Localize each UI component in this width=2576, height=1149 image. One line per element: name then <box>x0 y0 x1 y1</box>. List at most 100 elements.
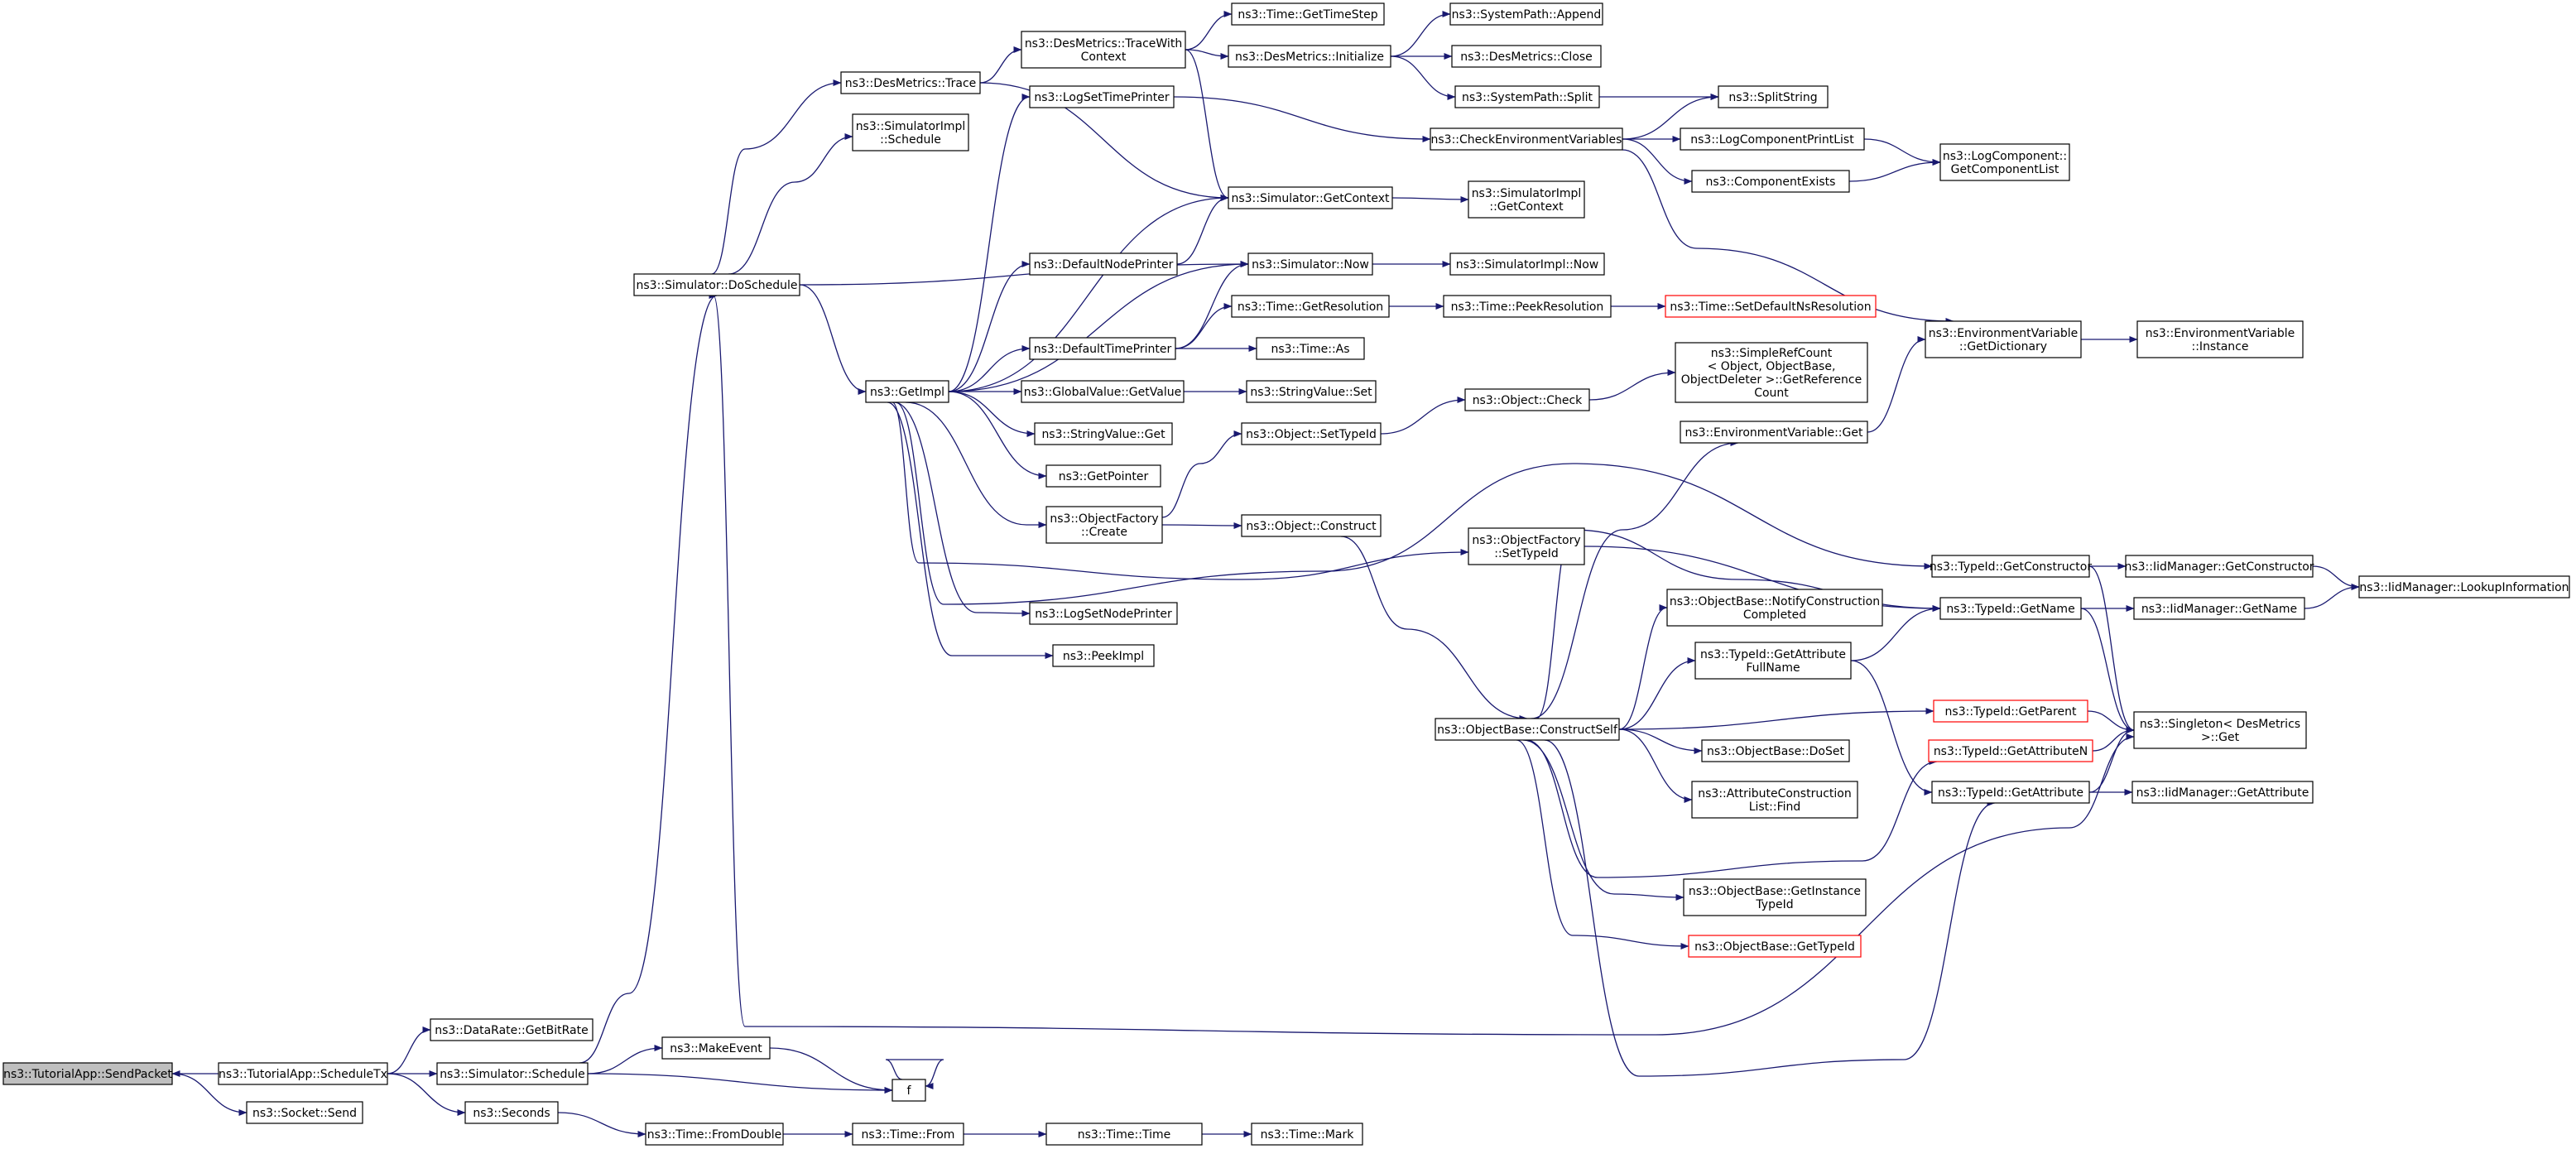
node-component-exists[interactable]: ns3::ComponentExists <box>1691 170 1850 193</box>
node-env-var-get[interactable]: ns3::EnvironmentVariable::Get <box>1680 421 1868 444</box>
node-label: ::SetTypeId <box>1494 547 1559 560</box>
node-label: ns3::LogSetNodePrinter <box>1035 608 1172 621</box>
node-iid-get-name[interactable]: ns3::IidManager::GetName <box>2133 597 2305 620</box>
node-time-as[interactable]: ns3::Time::As <box>1256 337 1365 360</box>
node-send-packet[interactable]: ns3::TutorialApp::SendPacket <box>2 1062 173 1085</box>
node-default-time-printer[interactable]: ns3::DefaultTimePrinter <box>1029 337 1176 360</box>
node-from-double[interactable]: ns3::Time::FromDouble <box>645 1123 784 1146</box>
node-obj-set-type-id[interactable]: ns3::Object::SetTypeId <box>1241 422 1382 445</box>
node-env-var-instance[interactable]: ns3::EnvironmentVariable::Instance <box>2136 320 2304 358</box>
node-time-time[interactable]: ns3::Time::Time <box>1045 1123 1203 1146</box>
node-sim-schedule[interactable]: ns3::Simulator::Schedule <box>436 1062 589 1085</box>
node-ob-notify-construction[interactable]: ns3::ObjectBase::NotifyConstructionCompl… <box>1666 589 1883 627</box>
node-box <box>1029 602 1178 625</box>
node-sim-get-context[interactable]: ns3::Simulator::GetContext <box>1228 186 1393 209</box>
call-edge-iid_get_constructor-to-iid_lookup_information <box>2312 565 2360 590</box>
node-of-create[interactable]: ns3::ObjectFactory::Create <box>1045 506 1163 544</box>
node-des-trace[interactable]: ns3::DesMetrics::Trace <box>840 71 981 94</box>
node-box <box>1045 1123 1203 1146</box>
node-tid-get-name[interactable]: ns3::TypeId::GetName <box>1939 597 2082 620</box>
node-simimpl-schedule[interactable]: ns3::SimulatorImpl::Schedule <box>852 113 969 151</box>
node-default-node-printer[interactable]: ns3::DefaultNodePrinter <box>1029 252 1178 276</box>
node-gv-get-value[interactable]: ns3::GlobalValue::GetValue <box>1021 380 1185 403</box>
node-socket-send[interactable]: ns3::Socket::Send <box>246 1101 363 1124</box>
node-do-schedule[interactable]: ns3::Simulator::DoSchedule <box>633 273 800 296</box>
node-label: ns3::DesMetrics::Close <box>1460 50 1593 64</box>
node-simimpl-now[interactable]: ns3::SimulatorImpl::Now <box>1449 252 1605 276</box>
node-label: f <box>907 1084 912 1098</box>
node-label: GetComponentList <box>1951 163 2059 176</box>
node-time-mark[interactable]: ns3::Time::Mark <box>1251 1123 1363 1146</box>
node-singleton-get[interactable]: ns3::Singleton< DesMetrics>::Get <box>2133 711 2307 749</box>
node-box <box>1241 514 1382 537</box>
node-seconds[interactable]: ns3::Seconds <box>464 1101 559 1124</box>
node-check-env-vars[interactable]: ns3::CheckEnvironmentVariables <box>1430 127 1623 151</box>
call-edge-default_time_printer-to-sim_now <box>1175 261 1249 349</box>
node-box <box>1468 527 1585 565</box>
node-log-comp-get-list[interactable]: ns3::LogComponent::GetComponentList <box>1939 143 2070 181</box>
node-make-event[interactable]: ns3::MakeEvent <box>661 1036 771 1060</box>
node-schedule-tx[interactable]: ns3::TutorialApp::ScheduleTx <box>218 1062 388 1085</box>
node-label: ns3::LogSetTimePrinter <box>1034 91 1170 104</box>
node-tid-get-constructor[interactable]: ns3::TypeId::GetConstructor <box>1930 555 2092 578</box>
node-string-value-get[interactable]: ns3::StringValue::Get <box>1034 422 1173 445</box>
call-edge-of_create-to-obj_set_type_id <box>1161 430 1242 518</box>
node-of-set-type-id[interactable]: ns3::ObjectFactory::SetTypeId <box>1468 527 1585 565</box>
node-get-bit-rate[interactable]: ns3::DataRate::GetBitRate <box>430 1018 594 1041</box>
node-set-default-ns-res[interactable]: ns3::Time::SetDefaultNsResolution <box>1665 295 1877 318</box>
node-label: ns3::Socket::Send <box>252 1107 357 1120</box>
node-ob-construct-self[interactable]: ns3::ObjectBase::ConstructSelf <box>1435 718 1620 741</box>
node-split-string[interactable]: ns3::SplitString <box>1718 85 1829 108</box>
node-box <box>1034 422 1173 445</box>
node-box <box>2125 555 2314 578</box>
node-tid-get-attribute-n[interactable]: ns3::TypeId::GetAttributeN <box>1928 739 2093 762</box>
node-time-get-resolution[interactable]: ns3::Time::GetResolution <box>1231 295 1390 318</box>
node-get-pointer[interactable]: ns3::GetPointer <box>1045 464 1161 488</box>
node-obj-construct[interactable]: ns3::Object::Construct <box>1241 514 1382 537</box>
node-log-set-node-printer[interactable]: ns3::LogSetNodePrinter <box>1029 602 1178 625</box>
node-log-set-time-printer[interactable]: ns3::LogSetTimePrinter <box>1029 85 1175 108</box>
node-box <box>1246 380 1377 403</box>
node-box <box>2 1062 173 1085</box>
call-edge-log_set_time_printer-to-check_env_vars <box>1173 96 1431 142</box>
node-f[interactable]: f <box>892 1079 926 1102</box>
node-label: ns3::ComponentExists <box>1706 175 1836 189</box>
node-box <box>661 1036 771 1060</box>
node-get-time-step[interactable]: ns3::Time::GetTimeStep <box>1231 2 1385 26</box>
node-simimpl-get-context[interactable]: ns3::SimulatorImpl::GetContext <box>1468 180 1585 219</box>
node-label: ::Schedule <box>880 133 941 147</box>
node-dm-initialize[interactable]: ns3::DesMetrics::Initialize <box>1228 45 1391 68</box>
call-edge-seconds-to-from_double <box>557 1112 646 1137</box>
node-iid-get-constructor[interactable]: ns3::IidManager::GetConstructor <box>2124 555 2314 578</box>
node-time-peek-resolution[interactable]: ns3::Time::PeekResolution <box>1443 295 1612 318</box>
node-box <box>1694 642 1852 680</box>
node-iid-get-attribute[interactable]: ns3::IidManager::GetAttribute <box>2131 781 2314 804</box>
node-peek-impl[interactable]: ns3::PeekImpl <box>1052 644 1155 667</box>
node-tid-get-parent[interactable]: ns3::TypeId::GetParent <box>1933 699 2088 723</box>
node-get-impl[interactable]: ns3::GetImpl <box>865 380 949 403</box>
node-dm-close[interactable]: ns3::DesMetrics::Close <box>1451 45 1602 68</box>
node-box <box>1454 85 1600 108</box>
node-label: TypeId <box>1755 898 1793 911</box>
node-label: ns3::IidManager::GetAttribute <box>2136 786 2309 800</box>
node-obj-check[interactable]: ns3::Object::Check <box>1464 388 1590 411</box>
node-time-from[interactable]: ns3::Time::From <box>852 1123 964 1146</box>
node-tid-get-attribute[interactable]: ns3::TypeId::GetAttribute <box>1931 781 2090 804</box>
node-iid-lookup-information[interactable]: ns3::IidManager::LookupInformation <box>2358 575 2570 599</box>
node-sim-now[interactable]: ns3::Simulator::Now <box>1247 252 1373 276</box>
node-box <box>1449 2 1603 26</box>
node-env-var-get-dictionary[interactable]: ns3::EnvironmentVariable::GetDictionary <box>1925 320 2082 358</box>
node-sp-append[interactable]: ns3::SystemPath::Append <box>1449 2 1603 26</box>
node-sp-split[interactable]: ns3::SystemPath::Split <box>1454 85 1600 108</box>
node-ob-get-type-id[interactable]: ns3::ObjectBase::GetTypeId <box>1688 935 1862 958</box>
node-simple-ref-count[interactable]: ns3::SimpleRefCount< Object, ObjectBase,… <box>1675 342 1868 403</box>
node-log-comp-print-list[interactable]: ns3::LogComponentPrintList <box>1680 127 1865 151</box>
node-ob-do-set[interactable]: ns3::ObjectBase::DoSet <box>1701 739 1850 762</box>
node-box <box>1701 739 1850 762</box>
node-string-value-set[interactable]: ns3::StringValue::Set <box>1246 380 1377 403</box>
node-label: ns3::TypeId::GetConstructor <box>1930 560 2092 574</box>
